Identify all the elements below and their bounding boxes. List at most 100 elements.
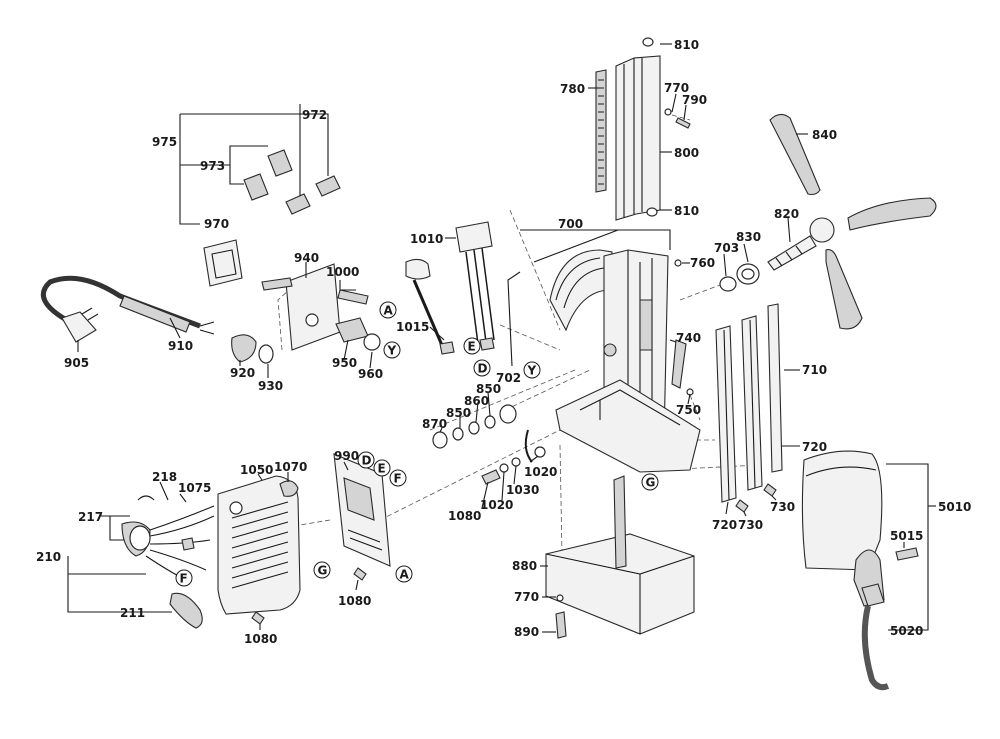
label-5010: 5010: [938, 500, 971, 514]
guide-rails: [715, 303, 783, 513]
washer-770b: [556, 594, 564, 602]
connector-e-upper: E: [463, 337, 481, 355]
column-800: [615, 37, 691, 221]
connector-g-pcb: G: [313, 561, 331, 579]
label-5015: 5015: [890, 529, 923, 543]
label-850-top: 850: [476, 382, 501, 396]
label-820: 820: [774, 207, 799, 221]
cable-g: [613, 475, 627, 569]
handle-840-right: [847, 197, 937, 231]
leader-lines: [67, 43, 936, 633]
label-710: 710: [802, 363, 827, 377]
svg-text:G: G: [646, 476, 656, 490]
label-870: 870: [422, 417, 447, 431]
cord-910: [119, 295, 191, 333]
harness-210: [121, 495, 215, 629]
switch-970: [203, 239, 243, 287]
label-973: 973: [200, 159, 225, 173]
connector-y-frame: Y: [523, 361, 541, 379]
base-plate: [555, 379, 701, 473]
sleeve-211: [169, 592, 203, 629]
label-1030: 1030: [506, 483, 539, 497]
label-1010: 1010: [410, 232, 443, 246]
connector-bubbles: A Y E D Y D E F G A G F: [175, 301, 659, 587]
label-1080-cover: 1080: [244, 632, 277, 646]
label-703: 703: [714, 241, 739, 255]
label-1080-mid: 1080: [448, 509, 481, 523]
label-730-left: 730: [738, 518, 763, 532]
label-910: 910: [168, 339, 193, 353]
label-1020-left: 1020: [480, 498, 513, 512]
label-860: 860: [464, 394, 489, 408]
label-1015: 1015: [396, 320, 429, 334]
label-850-bottom: 850: [446, 406, 471, 420]
indicator-1010-1015: [405, 221, 495, 355]
screw-810-top: [642, 37, 654, 47]
label-905: 905: [64, 356, 89, 370]
cover-1050: [217, 475, 301, 625]
label-702: 702: [496, 371, 521, 385]
label-1070: 1070: [274, 460, 307, 474]
label-890: 890: [514, 625, 539, 639]
screw-760: [674, 259, 682, 267]
label-790: 790: [682, 93, 707, 107]
label-972: 972: [302, 108, 327, 122]
connector-f-harness: F: [175, 569, 193, 587]
label-750: 750: [676, 403, 701, 417]
label-930: 930: [258, 379, 283, 393]
connector-d-pcb: D: [357, 451, 375, 469]
handle-840-top: [769, 113, 821, 196]
screw-810-bottom: [646, 207, 658, 217]
screw-1080b: [353, 567, 367, 581]
screw-790: [675, 117, 691, 129]
label-217: 217: [78, 510, 103, 524]
washer-1020b: [499, 463, 509, 473]
handle-840-bottom: [825, 249, 863, 330]
label-5020: 5020: [890, 624, 923, 638]
label-940: 940: [294, 251, 319, 265]
label-760: 760: [690, 256, 715, 270]
contact-972a: [285, 193, 311, 215]
control-box-5010: [801, 450, 919, 691]
screw-730a: [735, 499, 749, 513]
label-740: 740: [676, 331, 701, 345]
label-1020-right: 1020: [524, 465, 557, 479]
nut-870: [432, 431, 448, 449]
svg-text:G: G: [318, 564, 328, 578]
label-970: 970: [204, 217, 229, 231]
label-840: 840: [812, 128, 837, 142]
washer-930: [258, 344, 274, 364]
label-210: 210: [36, 550, 61, 564]
magnet-base-880: [545, 475, 695, 639]
label-1075: 1075: [178, 481, 211, 495]
connector-e-pcb: E: [373, 459, 391, 477]
label-950: 950: [332, 356, 357, 370]
screw-5015: [895, 547, 919, 561]
label-810-top: 810: [674, 38, 699, 52]
spring-740: [671, 339, 687, 389]
plug-905: [61, 311, 97, 343]
callout-labels: 810 780 770 790 800 810 840 820 830 703 …: [36, 38, 971, 646]
terminals-1000: [337, 289, 369, 305]
svg-text:A: A: [384, 304, 394, 318]
bushing-702: [499, 404, 517, 424]
contact-972b: [315, 175, 341, 197]
bracket-950: [335, 317, 369, 343]
svg-text:F: F: [180, 572, 188, 586]
connector-a-upper: A: [379, 301, 397, 319]
hub-820: [809, 217, 835, 243]
label-1080-pcb: 1080: [338, 594, 371, 608]
label-211: 211: [120, 606, 145, 620]
label-730-right: 730: [770, 500, 795, 514]
connector-d-upper: D: [473, 359, 491, 377]
screw-1080a: [481, 469, 501, 485]
washer-850b: [484, 415, 496, 429]
connector-f-pcb: F: [389, 469, 407, 487]
label-800: 800: [674, 146, 699, 160]
button-973b: [243, 173, 269, 201]
svg-text:Y: Y: [387, 344, 397, 358]
label-1000: 1000: [326, 265, 359, 279]
frame-700: [549, 249, 701, 473]
